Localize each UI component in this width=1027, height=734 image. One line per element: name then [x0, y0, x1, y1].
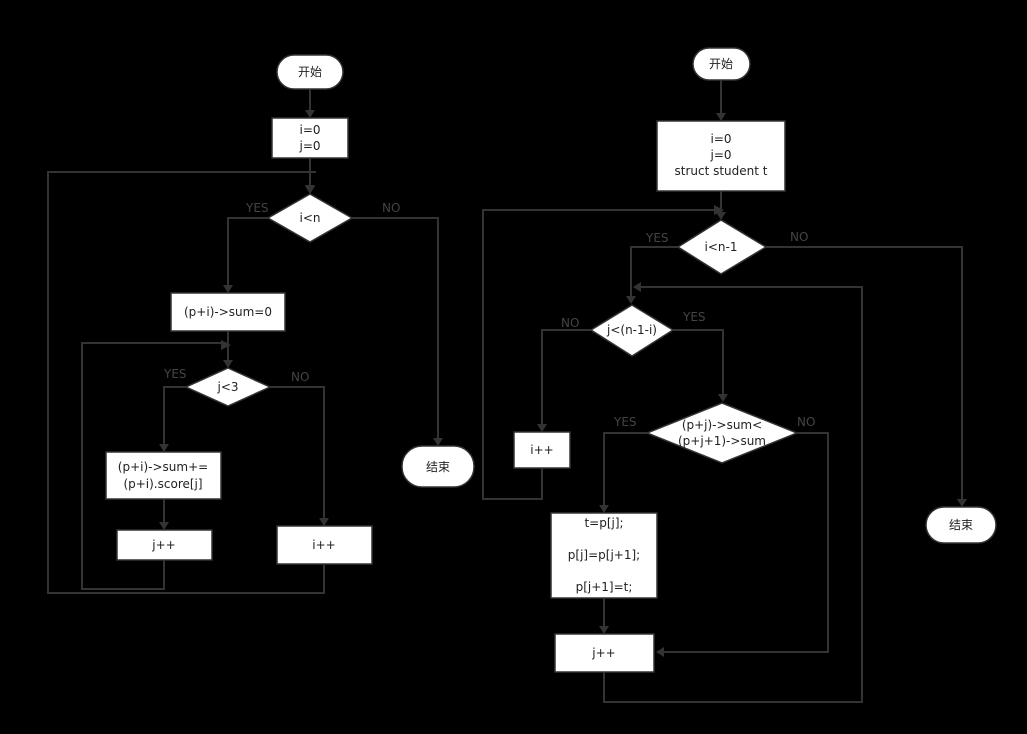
arrow-head: [221, 340, 231, 350]
node-label: i=0: [299, 123, 320, 137]
node-label: j=0: [298, 139, 320, 153]
edge-compare-yes: [603, 432, 647, 507]
arrow-head: [633, 282, 641, 292]
right-swap-process: t=p[j]; p[j]=p[j+1]; p[j+1]=t;: [550, 512, 658, 599]
left-end-terminal: 结束: [401, 445, 475, 488]
arrow-head: [599, 626, 609, 634]
right-inner-decision: j<(n-1-i): [589, 304, 675, 357]
edge-outer-yes: [227, 217, 268, 287]
right-end-terminal: 结束: [925, 506, 997, 544]
arrow-head: [718, 394, 728, 402]
arrow-head: [305, 110, 315, 118]
arrow-head: [656, 647, 664, 657]
edge-inner-loop-back: [81, 342, 226, 590]
left-inner-decision: j<3: [184, 367, 272, 407]
edge-label-yes: YES: [645, 231, 669, 245]
node-label: j++: [591, 646, 615, 660]
edge-outer-no: [352, 217, 439, 440]
node-label: 结束: [949, 518, 973, 532]
edge-outer-yes: [630, 246, 678, 298]
node-label: p[j+1]=t;: [576, 580, 633, 594]
right-compare-decision: (p+j)->sum< (p+j+1)->sum: [644, 402, 800, 464]
edge-inner-no: [541, 329, 591, 426]
node-label: (p+i)->sum+=: [118, 460, 208, 474]
left-accumulate-process: (p+i)->sum+= (p+i).score[j]: [105, 451, 222, 500]
edge-label-yes: YES: [682, 310, 706, 324]
arrow-head: [159, 444, 169, 452]
node-label: i<n: [300, 211, 321, 225]
right-inc-j-process: j++: [554, 633, 655, 673]
node-label: j<3: [216, 380, 238, 394]
node-label: 结束: [426, 460, 450, 474]
left-inc-i-process: i++: [276, 525, 373, 565]
edge-outer-loop-back: [47, 171, 325, 594]
node-label: (p+i).score[j]: [123, 477, 202, 491]
arrow-head: [716, 113, 726, 121]
left-inc-j-process: j++: [116, 529, 213, 561]
edge-label-no: NO: [382, 201, 400, 215]
arrow-head: [159, 522, 169, 530]
node-label: i=0: [710, 132, 731, 146]
edge-label-no: NO: [291, 370, 309, 384]
edge-label-no: NO: [561, 316, 579, 330]
node-label: i++: [312, 538, 335, 552]
node-label: (p+i)->sum=0: [184, 305, 272, 319]
arrow-head: [223, 360, 233, 368]
right-edges: [482, 80, 967, 703]
arrow-head: [599, 505, 609, 513]
edge-label-no: NO: [797, 415, 815, 429]
edge-label-no: NO: [790, 230, 808, 244]
arrow-head: [223, 285, 233, 293]
arrow-head: [305, 186, 315, 194]
node-label: i++: [530, 443, 553, 457]
node-label: 开始: [298, 65, 322, 79]
arrow-head: [319, 518, 329, 526]
edge-inner-loop-back: [603, 286, 863, 703]
left-init-process: i=0 j=0: [271, 117, 349, 159]
arrow-head: [714, 205, 724, 215]
arrow-head: [537, 424, 547, 432]
right-init-process: i=0 j=0 struct student t: [656, 120, 786, 192]
edge-compare-no: [662, 432, 829, 653]
right-outer-decision: i<n-1: [676, 219, 768, 275]
right-inc-i-process: i++: [513, 431, 571, 469]
node-label: (p+j)->sum<: [682, 418, 762, 432]
arrow-head: [433, 438, 443, 446]
left-start-terminal: 开始: [276, 54, 344, 90]
edge-label-yes: YES: [245, 201, 269, 215]
edge-outer-loop-back: [482, 209, 719, 500]
arrow-head: [957, 499, 967, 507]
node-label: (p+j+1)->sum: [678, 434, 766, 448]
node-label: t=p[j];: [584, 516, 623, 530]
edge-inner-yes: [163, 386, 186, 446]
node-label: 开始: [709, 57, 733, 71]
edge-label-yes: YES: [163, 367, 187, 381]
node-label: j<(n-1-i): [606, 323, 657, 337]
node-label: struct student t: [674, 164, 767, 178]
arrow-head: [716, 212, 726, 220]
node-label: i<n-1: [705, 240, 738, 254]
arrow-head: [626, 296, 636, 304]
node-label: j=0: [709, 148, 731, 162]
edge-inner-no: [270, 386, 325, 520]
right-start-terminal: 开始: [692, 47, 751, 81]
edge-inner-yes: [673, 329, 724, 396]
left-flowchart: 开始 i=0 j=0 i<n YES NO (p+i)->sum=0 j<3 Y…: [47, 54, 475, 594]
node-label: p[j]=p[j+1];: [568, 548, 640, 562]
left-reset-sum-process: (p+i)->sum=0: [170, 292, 286, 332]
edge-label-yes: YES: [613, 415, 637, 429]
left-outer-decision: i<n: [266, 193, 354, 243]
node-label: j++: [151, 538, 175, 552]
edge-outer-no: [766, 246, 963, 501]
right-flowchart: 开始 i=0 j=0 struct student t i<n-1 YES NO…: [482, 47, 997, 703]
left-edges: [47, 88, 443, 594]
